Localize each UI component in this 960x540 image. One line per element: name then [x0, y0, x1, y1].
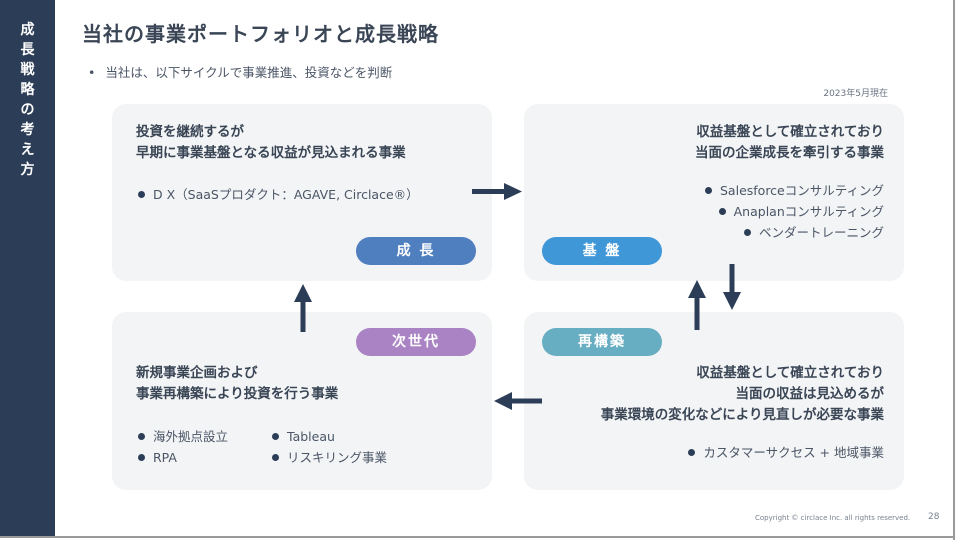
- bullet-icon: [272, 454, 279, 461]
- list-item: ベンダートレーニング: [705, 222, 884, 243]
- heading-line: 収益基盤として確立されており: [696, 365, 884, 381]
- item-text: Salesforceコンサルティング: [720, 183, 884, 198]
- sidebar-char: 考: [20, 122, 35, 138]
- arrow-up-icon: [294, 284, 312, 332]
- list-item: D X（SaaSプロダクト：AGAVE, Circlace®）: [138, 184, 419, 205]
- card-heading: 新規事業企画および 事業再構築により投資を行う事業: [136, 363, 338, 405]
- heading-line: 事業環境の変化などにより見直しが必要な事業: [600, 407, 884, 423]
- card-items: カスタマーサクセス + 地域事業: [688, 442, 884, 463]
- status-badge-base: 基 盤: [542, 237, 662, 265]
- arrow-down-icon: [723, 264, 741, 310]
- subtitle: • 当社は、以下サイクルで事業推進、投資などを判断: [88, 62, 392, 81]
- bullet-icon: [272, 433, 279, 440]
- copyright: Copyright © circlace Inc. all rights res…: [755, 514, 911, 522]
- sidebar-char: え: [20, 142, 35, 158]
- card-items-col2: Tableau リスキリング事業: [272, 426, 387, 468]
- item-text: Anaplanコンサルティング: [733, 204, 884, 219]
- bullet-icon: [138, 433, 145, 440]
- bullet-icon: [743, 229, 751, 236]
- card-items-col1: 海外拠点設立 RPA: [138, 426, 268, 468]
- list-item: Salesforceコンサルティング: [705, 180, 884, 201]
- card-base: 収益基盤として確立されており 当面の企業成長を牽引する事業 Salesforce…: [524, 104, 904, 281]
- heading-line: 当面の企業成長を牽引する事業: [695, 145, 884, 161]
- card-items: Salesforceコンサルティング Anaplanコンサルティング ベンダート…: [705, 180, 884, 243]
- card-heading: 収益基盤として確立されており 当面の企業成長を牽引する事業: [695, 122, 884, 164]
- slide-border-bottom: [0, 536, 955, 538]
- item-text: ベンダートレーニング: [758, 225, 884, 240]
- sidebar: 成 長 戦 略 の 考 え 方: [0, 0, 55, 537]
- status-badge-growth: 成 長: [356, 237, 476, 265]
- card-heading: 投資を継続するが 早期に事業基盤となる収益が見込まれる事業: [136, 122, 406, 164]
- bullet-icon: [705, 187, 712, 194]
- status-badge-rebuild: 再構築: [542, 328, 662, 356]
- item-text: リスキリング事業: [287, 450, 388, 465]
- bullet-icon: [718, 208, 726, 215]
- item-text: 海外拠点設立: [153, 429, 229, 444]
- card-items: D X（SaaSプロダクト：AGAVE, Circlace®）: [138, 184, 419, 205]
- heading-line: 新規事業企画および: [136, 365, 258, 381]
- item-text: カスタマーサクセス + 地域事業: [703, 445, 884, 460]
- card-next-generation: 次世代 新規事業企画および 事業再構築により投資を行う事業 海外拠点設立 RPA…: [112, 312, 492, 490]
- sidebar-char: 長: [20, 42, 35, 58]
- slide-border-right: [953, 0, 955, 540]
- sidebar-char: 成: [20, 22, 35, 38]
- list-item: RPA: [138, 447, 268, 468]
- sidebar-char: 戦: [20, 62, 35, 78]
- list-item: Anaplanコンサルティング: [705, 201, 884, 222]
- heading-line: 早期に事業基盤となる収益が見込まれる事業: [136, 145, 406, 161]
- subtitle-bullet: •: [88, 65, 96, 80]
- heading-line: 投資を継続するが: [136, 124, 244, 140]
- page-title: 当社の事業ポートフォリオと成長戦略: [82, 22, 439, 46]
- heading-line: 事業再構築により投資を行う事業: [136, 386, 339, 402]
- sidebar-char: の: [20, 102, 35, 118]
- sidebar-vertical-title: 成 長 戦 略 の 考 え 方: [0, 20, 55, 180]
- bullet-icon: [138, 454, 145, 461]
- subtitle-text: 当社は、以下サイクルで事業推進、投資などを判断: [105, 65, 393, 80]
- list-item: 海外拠点設立: [138, 426, 268, 447]
- outer-margin: [955, 0, 960, 540]
- item-text: RPA: [153, 450, 177, 465]
- arrow-left-icon: [494, 392, 542, 410]
- item-text: D X（SaaSプロダクト：AGAVE, Circlace®）: [153, 187, 419, 202]
- arrow-up-icon: [688, 280, 706, 330]
- heading-line: 当面の収益は見込めるが: [735, 386, 885, 402]
- bullet-icon: [688, 449, 696, 456]
- sidebar-char: 略: [20, 82, 35, 98]
- arrow-right-icon: [472, 183, 522, 200]
- card-rebuild: 再構築 収益基盤として確立されており 当面の収益は見込めるが 事業環境の変化など…: [524, 312, 904, 490]
- item-text: Tableau: [287, 429, 335, 444]
- card-growth: 投資を継続するが 早期に事業基盤となる収益が見込まれる事業 D X（SaaSプロ…: [112, 104, 492, 281]
- as-of-date: 2023年5月現在: [823, 89, 888, 99]
- status-badge-next-generation: 次世代: [356, 328, 476, 356]
- sidebar-char: 方: [20, 162, 35, 178]
- bullet-icon: [138, 191, 145, 198]
- heading-line: 収益基盤として確立されており: [696, 124, 884, 140]
- list-item: カスタマーサクセス + 地域事業: [688, 442, 884, 463]
- list-item: Tableau: [272, 426, 387, 447]
- list-item: リスキリング事業: [272, 447, 387, 468]
- card-heading: 収益基盤として確立されており 当面の収益は見込めるが 事業環境の変化などにより見…: [601, 363, 884, 426]
- page-number: 28: [928, 512, 940, 522]
